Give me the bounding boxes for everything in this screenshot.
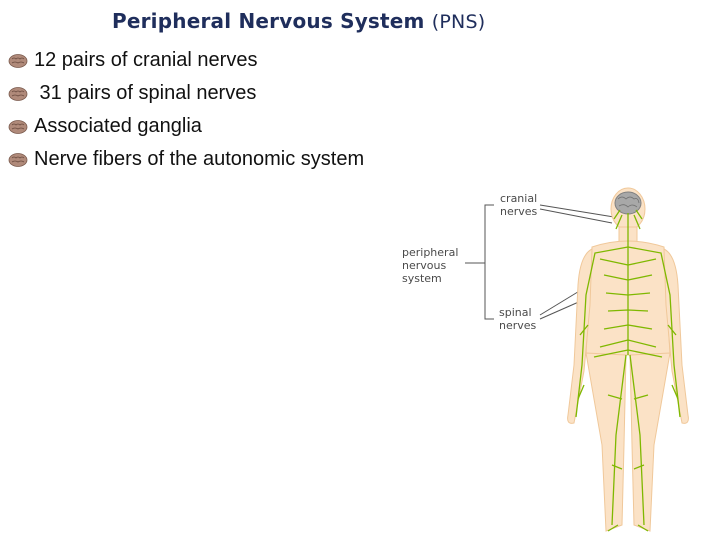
nerve-network [575, 209, 681, 532]
bullet-list: 12 pairs of cranial nerves 31 pairs of s… [8, 44, 364, 176]
label-bracket [465, 204, 615, 320]
label-cranial: cranial [500, 192, 537, 205]
bullet-text: 12 pairs of cranial nerves [34, 49, 258, 71]
bullet-item: Nerve fibers of the autonomic system [8, 143, 364, 176]
label-peripheral-3: system [402, 272, 442, 285]
bullet-text: 31 pairs of spinal nerves [34, 82, 257, 104]
brain-icon [8, 86, 28, 101]
title-abbreviation: (PNS) [431, 11, 486, 33]
brain-icon [8, 119, 28, 134]
brain-icon [8, 152, 28, 167]
bullet-text: Associated ganglia [34, 115, 202, 137]
label-peripheral: peripheral [402, 246, 458, 259]
label-cranial-2: nerves [500, 205, 538, 218]
bullet-item: 31 pairs of spinal nerves [8, 77, 364, 110]
slide-title: Peripheral Nervous System (PNS) [112, 9, 485, 33]
nervous-system-figure: cranial nerves peripheral nervous system… [390, 185, 720, 540]
brain-icon [8, 53, 28, 68]
label-peripheral-2: nervous [402, 259, 446, 272]
label-spinal-2: nerves [499, 319, 537, 332]
bullet-item: 12 pairs of cranial nerves [8, 44, 364, 77]
label-spinal: spinal [499, 306, 532, 319]
nervous-system-diagram: cranial nerves peripheral nervous system… [402, 187, 689, 532]
bullet-text: Nerve fibers of the autonomic system [34, 148, 365, 170]
bullet-item: Associated ganglia [8, 110, 364, 143]
title-main: Peripheral Nervous System [112, 9, 432, 33]
